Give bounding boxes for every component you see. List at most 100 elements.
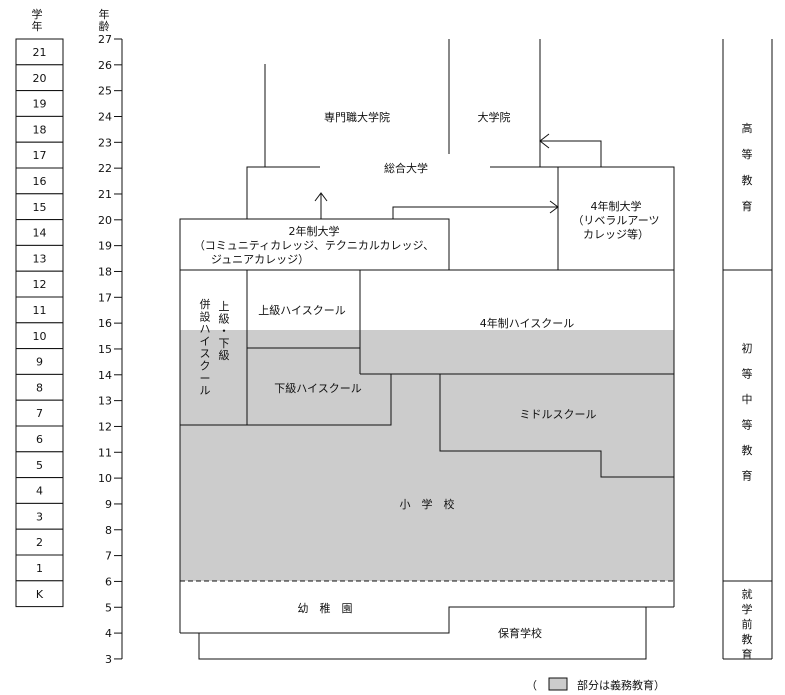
vertical-char: ー [200,372,211,385]
age-label: 8 [105,524,112,537]
grade-box [15,219,64,246]
grade-label: 15 [33,201,47,214]
age-label: 6 [105,575,112,588]
grade-label: 8 [36,381,43,394]
vertical-char: ル [200,384,211,397]
age-label: 25 [98,85,112,98]
grade-box [15,451,64,479]
grade-box [15,477,64,504]
grade-box [15,580,64,608]
grade-label: 10 [33,330,47,343]
grade-box [15,167,64,195]
legend-open-paren: （ [526,679,537,692]
age-label: 15 [98,343,112,356]
preschool-lines [180,581,675,660]
vertical-char: ク [200,360,211,373]
grade-label: 6 [36,433,43,446]
vertical-char: 中 [742,393,753,406]
label-upper-hs: 上級ハイスクール [258,304,345,317]
vertical-char: 併 [200,297,211,311]
grade-header-1: 学 [32,7,43,21]
age-label: 12 [98,420,112,433]
grade-box [15,373,64,401]
grade-label: 12 [33,278,47,291]
age-header-1: 年 [99,7,110,21]
label-comprehensive-univ: 総合大学 [384,161,428,175]
vertical-char: ス [200,347,211,360]
age-label: 3 [105,653,112,666]
grade-label: 7 [36,407,43,420]
vertical-char: イ [200,335,211,348]
grade-label: 1 [36,562,43,575]
label-two-year-1: 2年制大学 [289,224,340,238]
age-label: 26 [98,59,112,72]
label-two-year-3: ジュニアカレッジ） [211,253,309,266]
grade-box [15,64,64,92]
label-professional-grad: 専門職大学院 [324,110,390,124]
label-nursery: 保育学校 [498,626,542,640]
grade-box [15,270,64,298]
vertical-char: 前 [742,617,753,631]
grade-label: 3 [36,510,43,523]
grade-label: 18 [33,123,47,136]
vertical-char: 教 [742,633,753,646]
age-label: 22 [98,162,112,175]
grade-label: 2 [36,536,43,549]
age-label: 4 [105,627,112,640]
label-four-year-1: 4年制大学 [591,199,642,213]
grade-label: 4 [36,485,43,498]
age-label: 19 [98,240,112,253]
age-header-2: 齢 [99,19,110,33]
vertical-char: 設 [200,309,211,323]
label-grad-school: 大学院 [478,110,511,124]
grade-box [15,554,64,582]
vertical-char: 級 [219,349,230,362]
grade-header-2: 年 [32,19,43,33]
label-four-year-2: （リベラルアーツ [572,214,659,227]
legend-text: 部分は義務教育） [577,678,665,692]
grade-label: 14 [33,227,47,240]
label-middle-school: ミドルスクール [520,408,597,421]
label-two-year-2: （コミュニティカレッジ、テクニカルカレッジ、 [194,239,434,252]
grade-label: 5 [36,459,43,472]
vertical-char: 教 [742,444,753,457]
grade-label: 19 [33,98,47,111]
education-level-column [722,39,773,660]
age-axis-ticks: 2726252423222120191817161514131211109876… [98,33,122,666]
higher-ed-lines [179,39,675,271]
grade-label: 13 [33,252,47,265]
vertical-char: 学 [742,602,753,616]
grade-box [15,296,64,324]
vertical-char: 等 [742,418,753,432]
label-four-year-hs: 4年制ハイスクール [480,316,574,330]
grade-label: 11 [33,304,47,317]
label-kindergarten: 幼 稚 園 [298,602,353,615]
age-label: 21 [98,188,112,201]
secondary-lines [179,270,675,633]
vertical-char: 育 [742,199,753,213]
grade-box [15,528,64,556]
grade-box [15,115,64,143]
grade-label: 9 [36,356,43,369]
label-four-year-3: カレッジ等） [583,227,649,241]
age-label: 20 [98,214,112,227]
label-elementary: 小 学 校 [400,497,455,511]
age-label: 13 [98,395,112,408]
age-label: 16 [98,317,112,330]
vertical-char: 上 [219,300,230,313]
age-label: 5 [105,601,112,614]
age-label: 10 [98,472,112,485]
vertical-char: ハ [200,323,211,336]
grade-label: 16 [33,175,47,188]
label-lower-hs: 下級ハイスクール [274,382,361,395]
vertical-char: 級 [219,312,230,325]
age-label: 24 [98,110,112,123]
legend-swatch [548,677,568,691]
vertical-char: 育 [742,647,753,661]
grade-box [15,322,64,350]
